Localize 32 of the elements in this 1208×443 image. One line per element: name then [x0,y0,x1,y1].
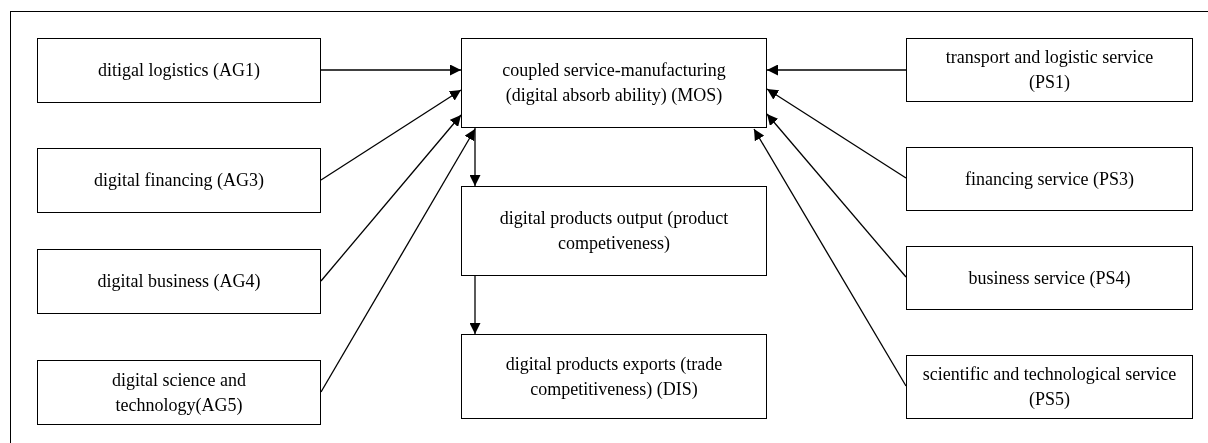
process-box [37,38,321,103]
process-box [461,334,767,419]
node-label: ditigal logistics (AG1) [98,59,260,82]
arrow [766,64,907,76]
process-box [906,147,1193,211]
node-label: digital products exports (trade competitiveness) (DIS) [504,352,724,401]
process-box [906,355,1193,419]
node-label: transport and logistic service (PS1) [944,46,1155,94]
arrow [320,114,462,282]
node-label: digital financing (AG3) [94,169,264,192]
node-label: financing service (PS3) [965,167,1134,191]
process-box [461,186,767,276]
arrow [753,128,907,387]
node-label: scientific and technological service (PS5) [921,363,1178,411]
arrow [320,128,476,393]
process-box [461,38,767,128]
node-label: business service (PS4) [968,266,1131,290]
node-label: coupled service-manufacturing (digital absorb ability) (MOS) [501,59,727,107]
node-label: digital products output (product competiveness) [499,207,729,255]
process-box [906,38,1193,102]
arrow [320,89,462,181]
process-box [37,360,321,425]
arrow [766,113,907,278]
process-box [37,249,321,314]
arrow [766,88,907,179]
process-box [37,148,321,213]
process-box [906,246,1193,310]
arrow [469,127,481,187]
arrow [320,64,462,76]
node-label: digital business (AG4) [97,270,261,293]
node-label: digital science and technology(AG5) [111,368,247,417]
arrow [469,275,481,335]
